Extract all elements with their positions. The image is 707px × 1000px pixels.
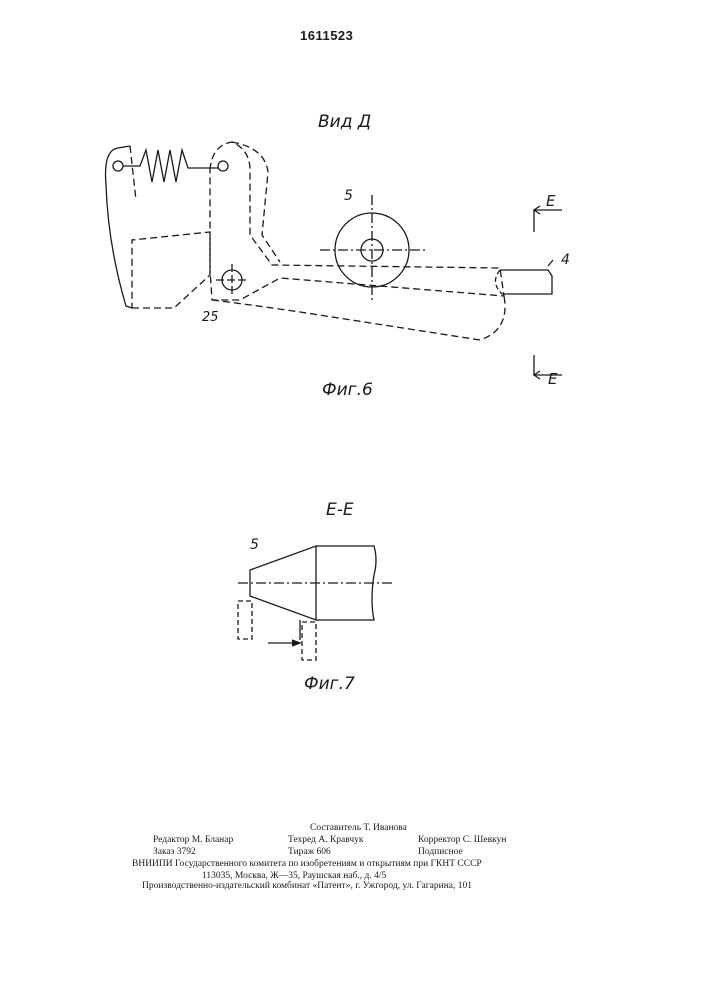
part-4: [500, 270, 552, 294]
lever-25: [210, 142, 504, 300]
view-label: Вид Д: [318, 112, 371, 132]
imprint-corrector: Корректор С. Шевкун: [418, 834, 506, 846]
label-part-5-section: 5: [250, 537, 259, 553]
block-left: [238, 601, 252, 639]
spring-anchor-left: [113, 161, 123, 171]
imprint-circulation: Тираж 606: [288, 846, 331, 858]
label-part-4: 4: [561, 252, 570, 268]
frame-bracket: [106, 148, 133, 308]
imprint-publisher: Производственно-издательский комбинат «П…: [142, 880, 472, 892]
section-e-e-label: Е-Е: [326, 500, 354, 520]
imprint-compiler: Составитель Т. Иванова: [310, 822, 407, 834]
section-label-bottom: Е: [548, 370, 557, 388]
imprint-vniipi: ВНИИПИ Государственного комитета по изоб…: [132, 858, 482, 870]
imprint-order: Заказ 3792: [153, 846, 196, 858]
imprint-techred: Техред А. Кравчук: [288, 834, 364, 846]
label-part-5: 5: [344, 188, 353, 204]
figure-6-caption: Фиг.6: [322, 380, 373, 400]
block-right: [302, 622, 316, 660]
imprint-editor: Редактор М. Бланар: [153, 834, 233, 846]
imprint-subscription: Подписное: [418, 846, 463, 858]
label-part-25: 25: [202, 310, 219, 325]
frame-dashed-outline: [132, 232, 210, 308]
section-label-top: Е: [546, 192, 555, 210]
spring-anchor-right: [218, 161, 228, 171]
figure-7-caption: Фиг.7: [304, 674, 355, 694]
spring: [123, 150, 218, 182]
